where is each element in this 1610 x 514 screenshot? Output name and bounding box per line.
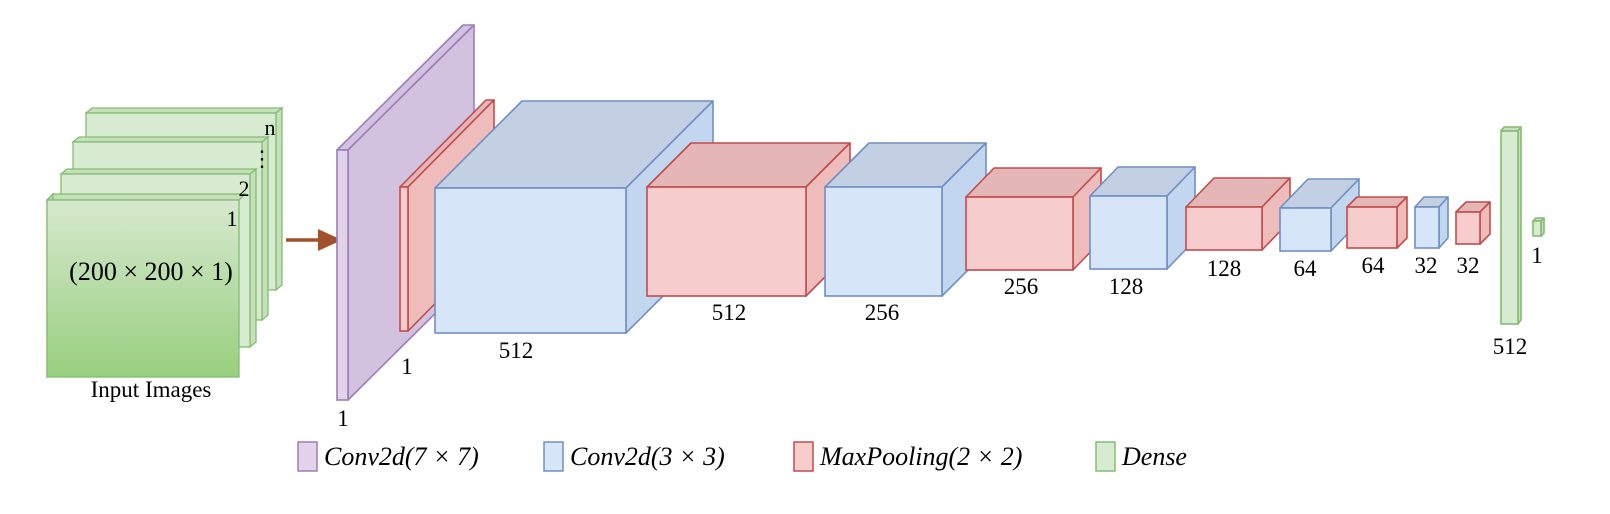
layer-dense: 1 [1531,217,1545,268]
layer-size-label: 64 [1294,256,1318,281]
legend-item-pool: MaxPooling(2 × 2) [793,441,1022,472]
layer-front-face [1414,206,1440,249]
layer-pool: 128 [1185,177,1291,281]
layer-conv3: 32 [1414,196,1449,278]
layer-front-face [434,187,627,334]
network-layers: 1 1 512 512 256 256 128 128 64 64 32 32 512 1 [336,24,1545,431]
layer-front-face [399,186,409,332]
layer-size-label: 256 [1004,274,1039,299]
layer-size-label: 512 [712,300,747,325]
layer-size-label: 1 [401,354,413,379]
stack-label-n: n [265,115,276,140]
layer-front-face [1089,195,1168,270]
legend-item-conv3: Conv2d(3 × 3) [543,441,725,472]
layer-size-label: 512 [1493,334,1528,359]
legend: Conv2d(7 × 7) Conv2d(3 × 3) MaxPooling(2 ×… [297,441,1187,472]
legend-label: Conv2d(7 × 7) [324,442,479,471]
layer-front-face [1500,130,1519,325]
layer-size-label: 32 [1415,253,1438,278]
layer-conv3: 256 [824,142,987,325]
legend-label: Conv2d(3 × 3) [570,442,725,471]
layer-front-face [965,196,1074,271]
layer-size-label: 1 [1531,243,1543,268]
layer-dense: 512 [1493,126,1528,359]
layer-pool: 256 [965,167,1102,299]
layer-conv3: 128 [1089,166,1196,299]
input-images-stack: n ⋮ 2 1 (200 × 200 × 1) Input Images [45,106,284,402]
legend-item-conv7: Conv2d(7 × 7) [297,441,479,472]
legend-label: Dense [1121,442,1187,471]
legend-swatch [543,441,564,472]
layer-side-face [1438,196,1449,249]
legend-label: MaxPooling(2 × 2) [819,442,1022,471]
layer-size-label: 1 [337,406,349,431]
layer-size-label: 512 [499,338,534,363]
layer-front-face [1532,220,1542,237]
input-dimensions: (200 × 200 × 1) [69,257,233,286]
layer-pool: 64 [1346,196,1408,278]
input-caption: Input Images [91,377,212,402]
legend-swatch [1095,441,1116,472]
stack-label-2: 2 [239,176,250,201]
layer-front-face [646,186,807,297]
layer-size-label: 256 [865,300,900,325]
legend-swatch [793,441,814,472]
legend-swatch [297,441,318,472]
input-sheet-front [45,192,247,379]
layer-size-label: 128 [1207,256,1242,281]
layer-size-label: 128 [1109,274,1144,299]
layer-pool: 32 [1455,201,1491,278]
legend-item-dense: Dense [1095,441,1187,472]
stack-label-1: 1 [227,206,238,231]
layer-size-label: 32 [1457,253,1480,278]
layer-front-face [1455,211,1481,245]
layer-size-label: 64 [1362,253,1386,278]
layer-side-face [1396,196,1408,249]
layer-front-face [1279,207,1332,252]
input-arrow [286,229,342,251]
layer-front-face [1346,206,1398,249]
layer-front-face [824,186,943,297]
layer-pool: 512 [646,142,851,325]
layer-front-face [1185,206,1263,251]
stack-label-ellipsis: ⋮ [251,146,273,171]
layer-front-face [336,149,349,401]
